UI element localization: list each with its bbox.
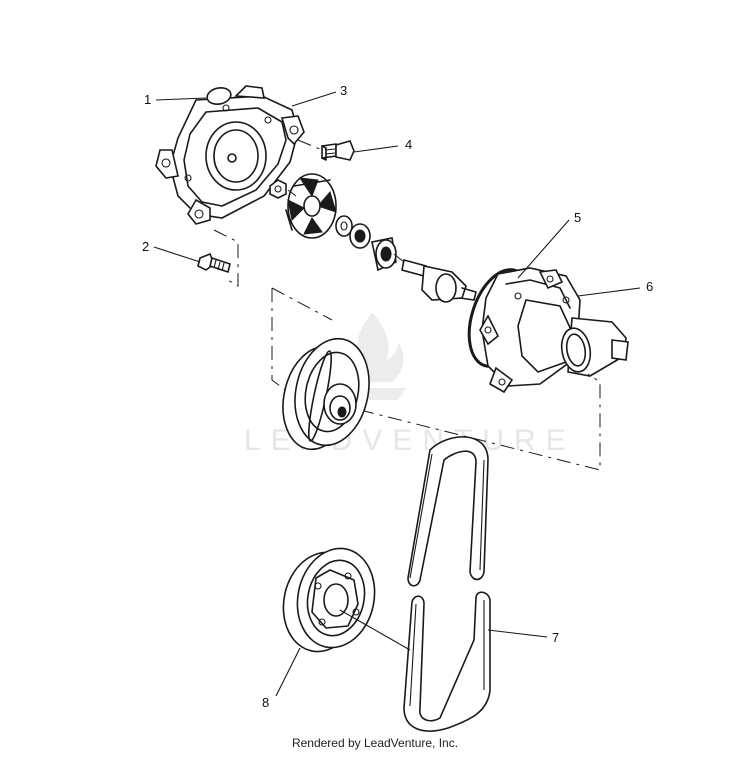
shaft-bearing <box>349 223 371 249</box>
bolt-part-4 <box>321 140 355 161</box>
crank-pulley <box>282 547 376 653</box>
pump-cover-housing <box>155 85 305 225</box>
callout-7: 7 <box>552 630 559 645</box>
callout-3: 3 <box>340 83 347 98</box>
pump-shaft <box>401 259 477 303</box>
callout-1: 1 <box>144 92 151 107</box>
callout-labels: 1 2 3 4 5 6 7 8 <box>142 83 653 710</box>
assembly-centerlines-upper <box>213 139 405 287</box>
callout-4: 4 <box>405 137 412 152</box>
pump-housing <box>479 267 629 394</box>
bolt-part-2 <box>197 252 231 274</box>
drive-belt <box>403 436 491 732</box>
callout-8: 8 <box>262 695 269 710</box>
pump-pulley <box>282 337 370 451</box>
callout-2: 2 <box>142 239 149 254</box>
mechanical-seal <box>371 237 397 272</box>
leader-lines <box>153 91 641 697</box>
callout-5: 5 <box>574 210 581 225</box>
impeller <box>285 173 337 239</box>
impeller-nut <box>269 179 287 199</box>
render-credit: Rendered by LeadVenture, Inc. <box>291 736 459 750</box>
shaft-washer <box>335 215 353 237</box>
callout-6: 6 <box>646 279 653 294</box>
assembly-centerlines-middle <box>271 287 601 471</box>
o-ring-plug <box>206 86 232 106</box>
